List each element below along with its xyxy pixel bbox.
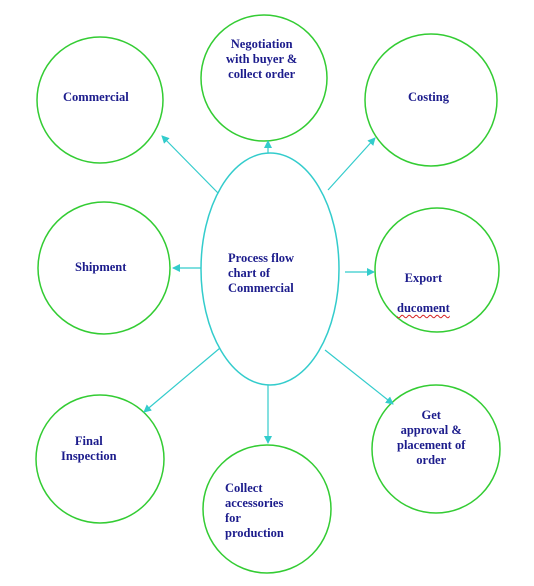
label-commercial: Commercial [63,90,129,104]
circle-commercial [36,36,164,164]
label-center: Process flow chart of Commercial [228,251,295,295]
circle-collect-accessories [202,444,332,574]
arrow-to-final-inspection [143,347,221,413]
arrow-to-costing [327,137,376,191]
circle-final-inspection [35,394,165,524]
label-get-approval: Get approval & placement of order [397,408,466,467]
label-collect-accessories: Collect accessories for production [225,481,284,540]
arrow-to-get-approval [324,349,394,405]
label-export-document: Export ducoment [397,256,450,316]
circle-costing [364,33,498,167]
label-export-line2: ducoment [397,301,450,315]
circle-get-approval [371,384,501,514]
center-ellipse [200,152,340,386]
label-final-inspection: Final Inspection [61,434,117,463]
circle-shipment [37,201,171,335]
label-shipment: Shipment [75,260,127,274]
label-costing: Costing [408,90,449,104]
label-negotiation: Negotiation with buyer & collect order [226,37,298,81]
label-export-line1: Export [404,271,443,285]
arrow-to-commercial [161,135,219,194]
circle-export-document [374,207,500,333]
